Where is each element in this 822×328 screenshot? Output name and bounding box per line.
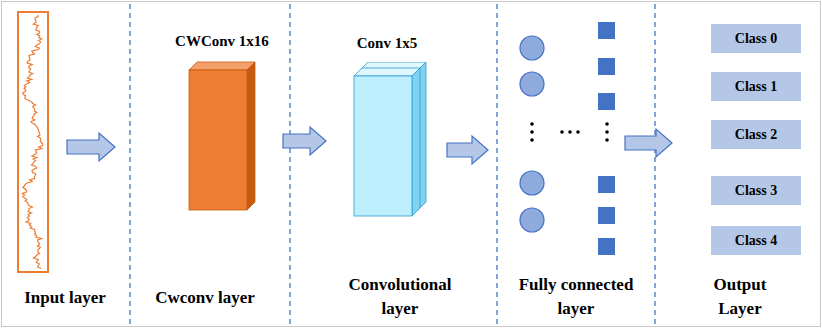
layer-caption: Convolutional layer — [335, 273, 465, 321]
class-label: Class 1 — [735, 79, 777, 95]
layer-heading: CWConv 1x16 — [165, 32, 279, 50]
cwconv-kernel-shape — [165, 60, 279, 220]
class-label: Class 2 — [735, 127, 777, 143]
conv-block: Conv 1x5 — [330, 34, 444, 222]
section-dividers — [130, 4, 655, 324]
cwconv-block: CWConv 1x16 — [165, 32, 279, 220]
class-label: Class 0 — [735, 31, 777, 47]
flow-arrow — [283, 127, 326, 155]
input-frame — [18, 12, 48, 272]
class-box: Class 4 — [711, 226, 801, 255]
input-signal — [22, 15, 42, 269]
layer-caption: Input layer — [5, 286, 125, 310]
conv-kernel-shape — [330, 62, 444, 222]
class-box: Class 1 — [711, 72, 801, 101]
class-box: Class 2 — [711, 120, 801, 149]
fc-neurons — [520, 36, 544, 232]
ellipsis-dots — [530, 122, 609, 142]
layer-heading: Conv 1x5 — [330, 34, 444, 52]
layer-caption: Output Layer — [690, 273, 790, 321]
class-label: Class 4 — [735, 233, 777, 249]
class-box: Class 3 — [711, 176, 801, 205]
layer-caption: Fully connected layer — [506, 273, 646, 321]
class-box: Class 0 — [711, 24, 801, 53]
class-label: Class 3 — [735, 183, 777, 199]
layer-caption: Cwconv layer — [130, 286, 280, 310]
fc-units — [598, 22, 615, 255]
